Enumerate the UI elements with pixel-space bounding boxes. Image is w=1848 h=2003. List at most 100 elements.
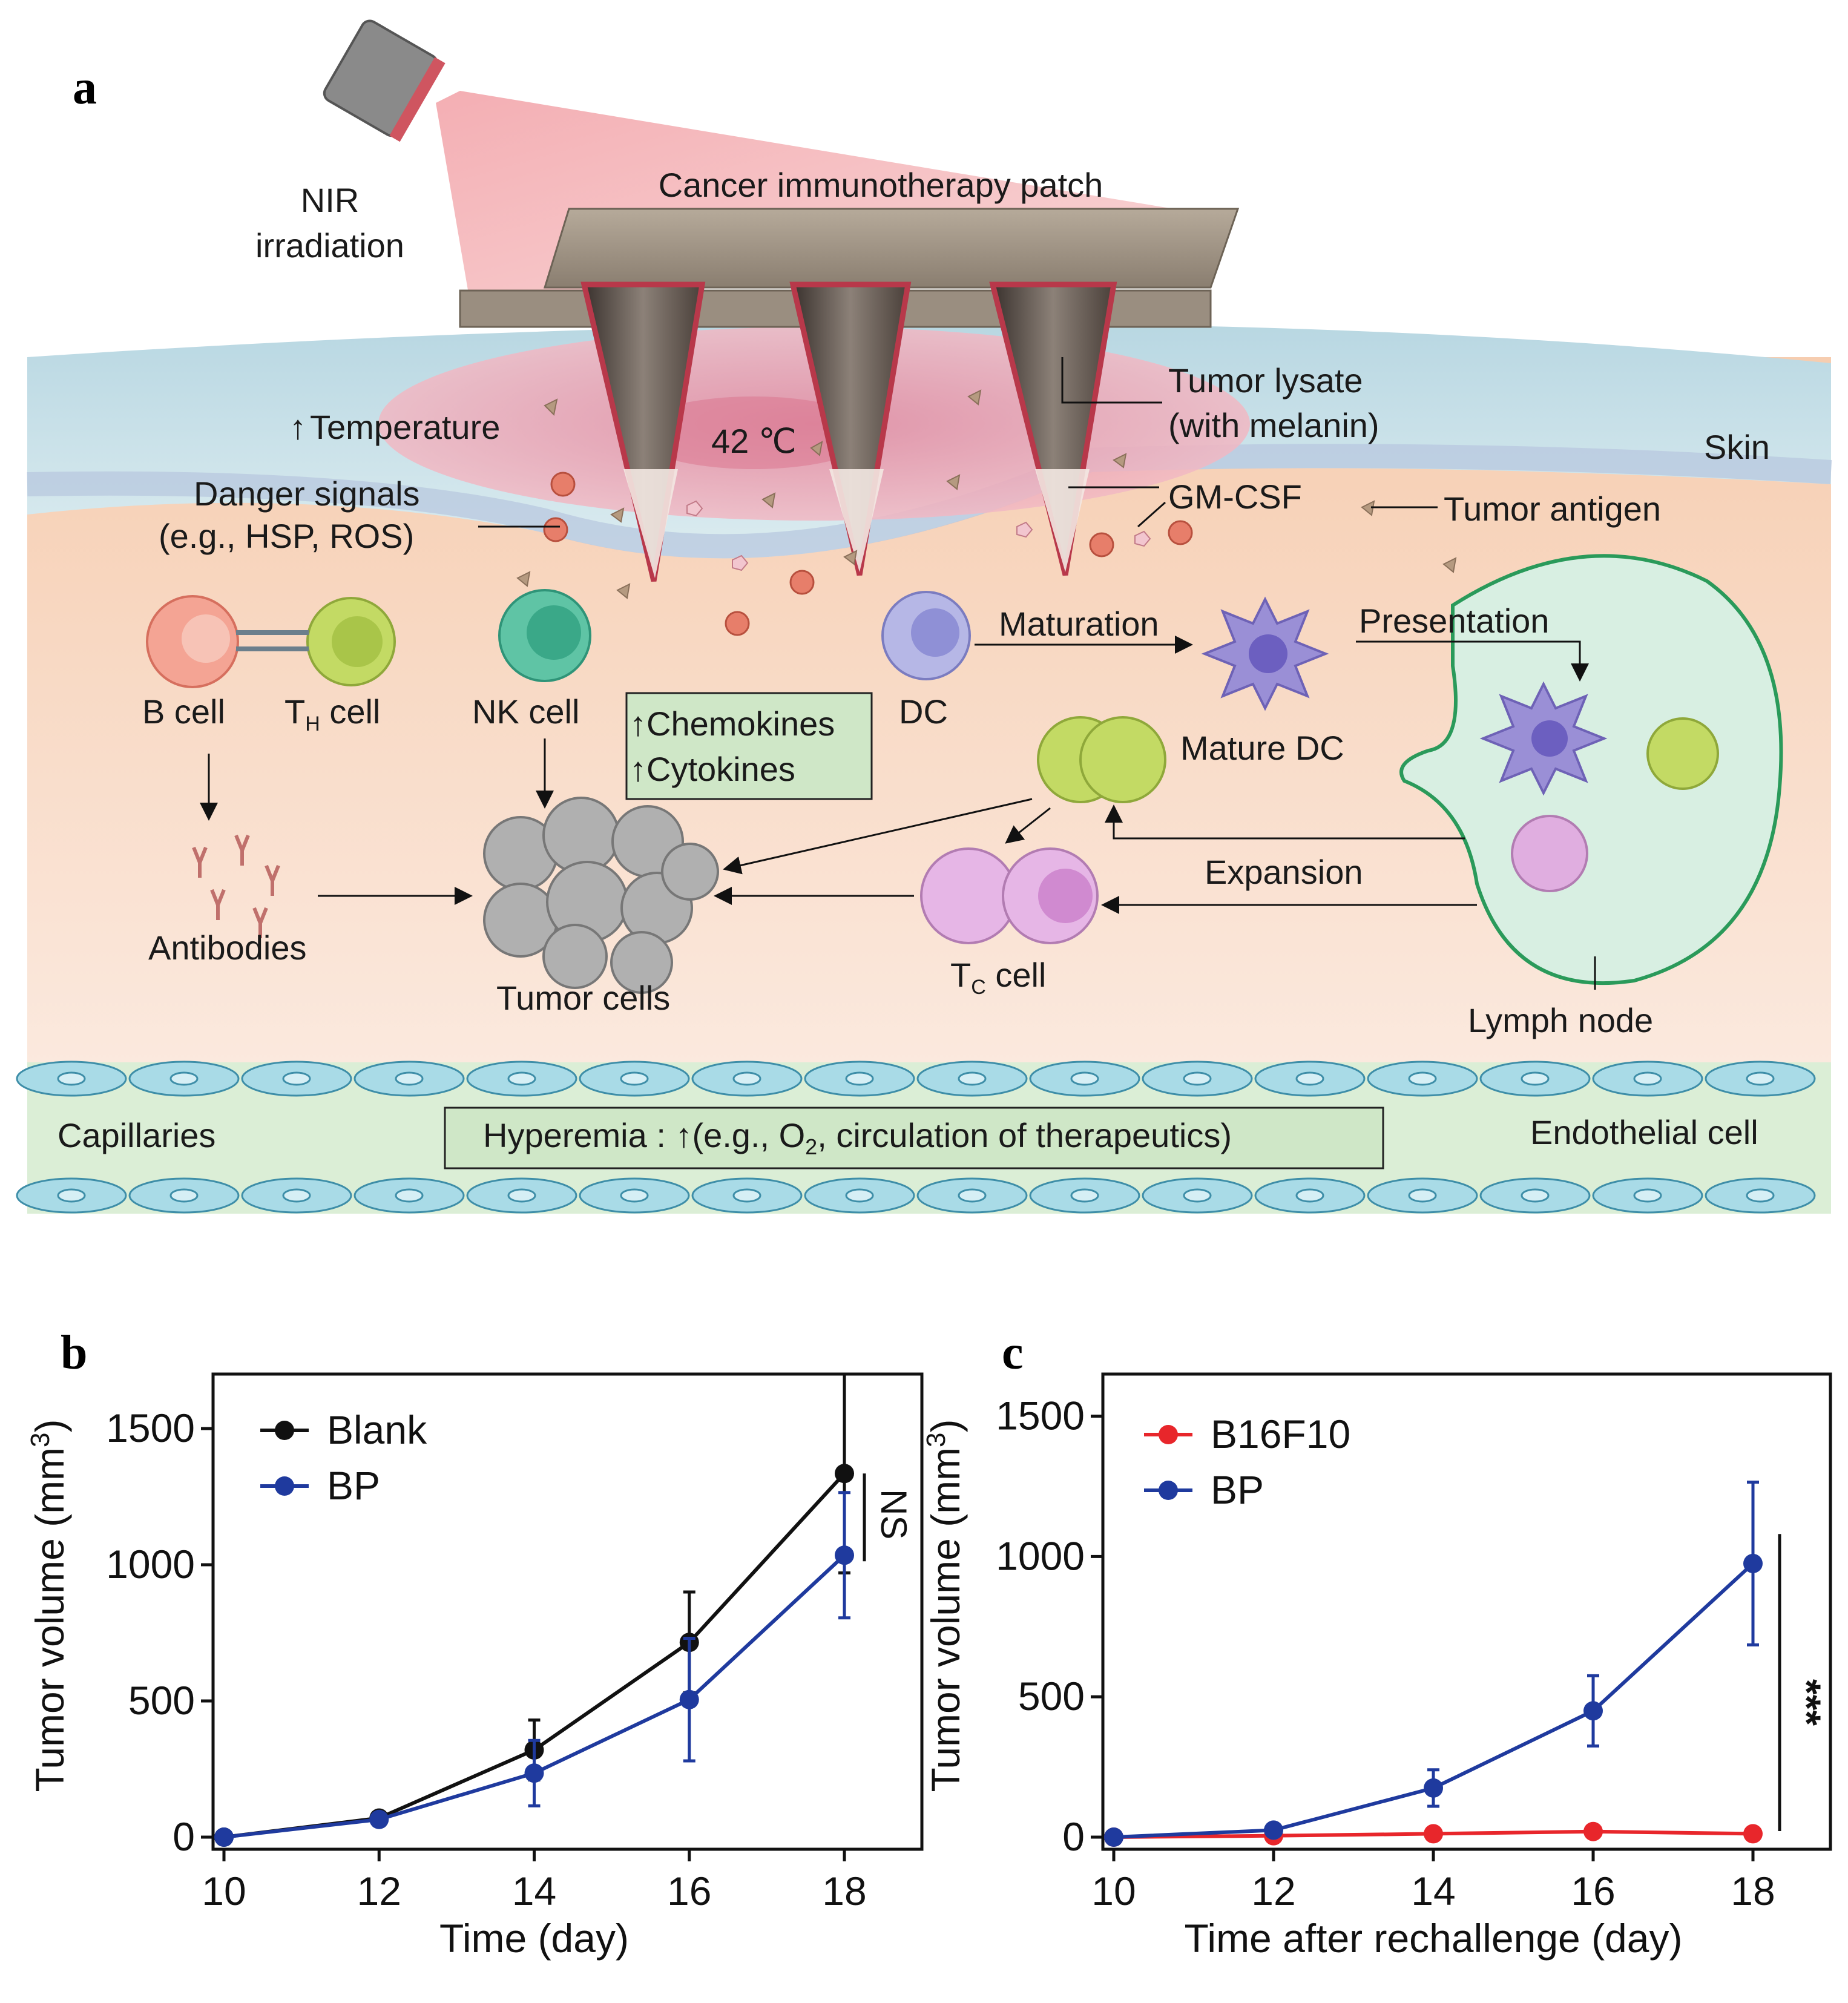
- plot-frame: [1101, 1372, 1832, 1851]
- y-tick-label: 1000: [996, 1533, 1085, 1578]
- endothelial-nucleus: [620, 1071, 649, 1086]
- endothelial-nucleus: [732, 1188, 761, 1203]
- legend-label: Blank: [327, 1407, 427, 1452]
- data-point-bp: [1104, 1827, 1123, 1847]
- antibodies-label: Antibodies: [148, 929, 307, 967]
- significance-label: NS: [873, 1489, 914, 1539]
- y-axis-label: Tumor volume (mm3): [926, 1419, 968, 1792]
- microneedles: [580, 281, 1117, 582]
- temperature-value: 42 ℃: [711, 422, 797, 460]
- gmcsf-label: GM-CSF: [1168, 478, 1302, 516]
- x-tick-label: 10: [202, 1869, 246, 1913]
- endothelial-nucleus: [169, 1071, 199, 1086]
- chemokines-label: Chemokines: [646, 705, 835, 743]
- expanded-th-cells: [1037, 716, 1166, 803]
- data-point-bp: [214, 1827, 234, 1847]
- data-point-blank: [835, 1464, 854, 1484]
- endothelial-nucleus: [845, 1071, 874, 1086]
- y-tick-label: 500: [1018, 1674, 1085, 1719]
- y-tick-label: 1000: [106, 1542, 195, 1587]
- x-tick-label: 16: [667, 1869, 711, 1913]
- legend-label: BP: [327, 1463, 380, 1508]
- endothelial-nucleus: [1295, 1071, 1324, 1086]
- data-point-bp: [1264, 1820, 1283, 1840]
- endothelial-nucleus: [507, 1188, 536, 1203]
- immunotherapy-diagram: NIR irradiation Cancer immunotherapy pat…: [16, 19, 1832, 1214]
- endothelial-cell-label: Endothelial cell: [1530, 1113, 1758, 1151]
- hyperemia-label: Hyperemia : ↑(e.g., O2, circulation of t…: [483, 1116, 1232, 1159]
- significance-label: ***: [1784, 1679, 1829, 1726]
- endothelial-nucleus: [732, 1071, 761, 1086]
- tc-cells: [920, 847, 1099, 944]
- tumor-cell-cluster: [483, 797, 719, 994]
- lymph-node: [1399, 554, 1783, 985]
- endothelial-nucleus: [57, 1188, 86, 1203]
- antibodies: [192, 834, 280, 938]
- temperature-label: Temperature: [310, 408, 500, 446]
- data-point-b16f10: [1424, 1824, 1443, 1844]
- maturation-label: Maturation: [999, 605, 1159, 643]
- endothelial-nucleus: [282, 1071, 311, 1086]
- legend-marker: [1159, 1481, 1178, 1500]
- x-axis-label: Time (day): [439, 1916, 629, 1961]
- nk-cell-label: NK cell: [472, 692, 579, 731]
- tumor-lysate-line1: Tumor lysate: [1168, 361, 1363, 400]
- endothelial-nucleus: [395, 1188, 424, 1203]
- th-cell-label: TH cell: [284, 692, 380, 735]
- endothelial-cells-top: [16, 1061, 1816, 1097]
- y-tick-label: 0: [1062, 1814, 1085, 1859]
- laser-device: [323, 19, 446, 142]
- panel-label-b: b: [61, 1326, 88, 1380]
- endothelial-nucleus: [1183, 1071, 1212, 1086]
- data-point-bp: [524, 1763, 544, 1783]
- endothelial-nucleus: [1408, 1188, 1437, 1203]
- endothelial-nucleus: [958, 1071, 987, 1086]
- danger-label-line1: Danger signals: [194, 475, 420, 513]
- hyperemia-box: [444, 1107, 1384, 1169]
- chemokines-arrow: ↑: [630, 705, 646, 743]
- x-tick-label: 16: [1571, 1869, 1615, 1913]
- chemokines-box: [625, 692, 873, 800]
- x-tick-label: 18: [1731, 1869, 1775, 1913]
- lymph-node-label: Lymph node: [1468, 1001, 1653, 1039]
- endothelial-nucleus: [1295, 1188, 1324, 1203]
- panel-label-a: a: [73, 61, 97, 114]
- x-axis-label: Time after rechallenge (day): [1185, 1916, 1683, 1961]
- endothelial-nucleus: [958, 1188, 987, 1203]
- patch-base: [543, 208, 1240, 289]
- data-point-bp: [1743, 1553, 1763, 1573]
- th-cell: [306, 597, 396, 686]
- nir-label-line2: irradiation: [255, 226, 404, 265]
- endothelial-nucleus: [1408, 1071, 1437, 1086]
- endothelial-nucleus: [1521, 1071, 1550, 1086]
- x-tick-label: 10: [1091, 1869, 1136, 1913]
- capillaries-label: Capillaries: [58, 1116, 215, 1154]
- tumor-antigen-label: Tumor antigen: [1444, 490, 1661, 528]
- endothelial-nucleus: [845, 1188, 874, 1203]
- data-point-bp: [679, 1689, 699, 1709]
- tc-cell-label: TC cell: [950, 956, 1046, 999]
- endothelial-nucleus: [1070, 1188, 1099, 1203]
- danger-label-line2: (e.g., HSP, ROS): [159, 517, 414, 555]
- b-cell: [146, 595, 239, 688]
- dc-label: DC: [899, 692, 948, 731]
- endothelial-nucleus: [57, 1071, 86, 1086]
- endothelial-nucleus: [1633, 1188, 1662, 1203]
- data-point-bp: [369, 1809, 389, 1829]
- y-tick-label: 500: [128, 1678, 195, 1723]
- endothelial-nucleus: [1070, 1071, 1099, 1086]
- data-point-b16f10: [1583, 1821, 1603, 1841]
- endothelial-nucleus: [1746, 1188, 1775, 1203]
- skin-label: Skin: [1704, 428, 1770, 466]
- nir-label-line1: NIR: [301, 181, 359, 219]
- data-point-bp: [835, 1545, 854, 1565]
- plot-frame: [211, 1372, 924, 1851]
- endothelial-nucleus: [620, 1188, 649, 1203]
- endothelial-nucleus: [1521, 1188, 1550, 1203]
- x-tick-label: 12: [357, 1869, 401, 1913]
- dendritic-cell: [881, 591, 971, 680]
- presentation-label: Presentation: [1359, 602, 1549, 640]
- mature-dc-label: Mature DC: [1180, 729, 1344, 767]
- endothelial-nucleus: [1633, 1071, 1662, 1086]
- y-axis-label: Tumor volume (mm3): [25, 1419, 72, 1792]
